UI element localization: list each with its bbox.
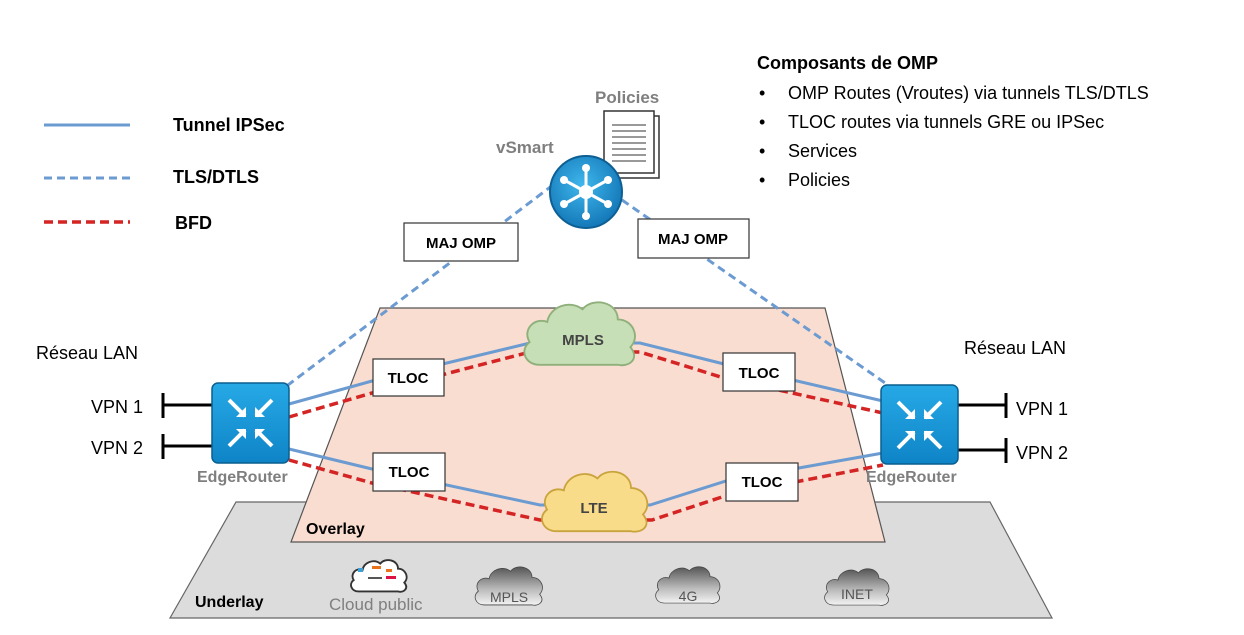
bfd-path-mpls bbox=[288, 350, 884, 419]
omp-bullet-2: • bbox=[759, 112, 765, 132]
edge-router-right-icon[interactable] bbox=[880, 384, 959, 465]
tloc-box-top-left bbox=[372, 358, 445, 397]
omp-bullet-4: • bbox=[759, 170, 765, 190]
tloc-box-top-right bbox=[722, 352, 796, 392]
underlay-mpls-label: MPLS bbox=[490, 589, 528, 605]
mpls-cloud-label: MPLS bbox=[562, 332, 604, 349]
maj-omp-box-left bbox=[403, 222, 519, 262]
policies-label: Policies bbox=[595, 88, 659, 107]
underlay-label: Underlay bbox=[195, 594, 264, 611]
legend-bfd-label: BFD bbox=[175, 213, 212, 233]
tloc-bottom-right-label: TLOC bbox=[742, 474, 783, 491]
maj-omp-box-right bbox=[637, 218, 750, 259]
right-lan-label: Réseau LAN bbox=[964, 338, 1066, 358]
left-vpn2-label: VPN 2 bbox=[91, 438, 143, 458]
policies-document-icon bbox=[603, 110, 660, 179]
overlay-label: Overlay bbox=[306, 521, 365, 538]
omp-item-1: OMP Routes (Vroutes) via tunnels TLS/DTL… bbox=[788, 83, 1149, 103]
tloc-top-left-label: TLOC bbox=[388, 370, 429, 387]
legend-ipsec-label: Tunnel IPSec bbox=[173, 115, 285, 135]
tloc-box-bottom-right bbox=[725, 462, 799, 502]
omp-components-title: Composants de OMP bbox=[757, 53, 938, 73]
right-vpn2-label: VPN 2 bbox=[1016, 443, 1068, 463]
tloc-bottom-left-label: TLOC bbox=[389, 464, 430, 481]
maj-omp-left-label: MAJ OMP bbox=[426, 235, 496, 252]
vsmart-label: vSmart bbox=[496, 138, 554, 157]
tloc-top-right-label: TLOC bbox=[739, 365, 780, 382]
right-router-label: EdgeRouter bbox=[866, 469, 957, 486]
underlay-inet-label: INET bbox=[841, 586, 873, 602]
left-vpn-stubs bbox=[161, 393, 214, 459]
omp-item-3: Services bbox=[788, 141, 857, 161]
maj-omp-right-label: MAJ OMP bbox=[658, 231, 728, 248]
left-lan-label: Réseau LAN bbox=[36, 343, 138, 363]
omp-item-4: Policies bbox=[788, 170, 850, 190]
lte-cloud-label: LTE bbox=[580, 500, 607, 517]
cloud-public-icon bbox=[349, 559, 408, 593]
underlay-4g-label: 4G bbox=[679, 588, 698, 604]
tls-link-left bbox=[287, 183, 554, 387]
right-vpn-stubs bbox=[956, 393, 1008, 463]
vsmart-icon[interactable] bbox=[549, 155, 623, 229]
omp-bullet-1: • bbox=[759, 83, 765, 103]
left-vpn1-label: VPN 1 bbox=[91, 397, 143, 417]
legend-tls-label: TLS/DTLS bbox=[173, 167, 259, 187]
omp-item-2: TLOC routes via tunnels GRE ou IPSec bbox=[788, 112, 1104, 132]
edge-router-left-icon[interactable] bbox=[211, 382, 290, 464]
left-router-label: EdgeRouter bbox=[197, 469, 288, 486]
right-vpn1-label: VPN 1 bbox=[1016, 399, 1068, 419]
tloc-box-bottom-left bbox=[372, 452, 446, 492]
cloud-public-label: Cloud public bbox=[329, 595, 423, 614]
omp-bullet-3: • bbox=[759, 141, 765, 161]
